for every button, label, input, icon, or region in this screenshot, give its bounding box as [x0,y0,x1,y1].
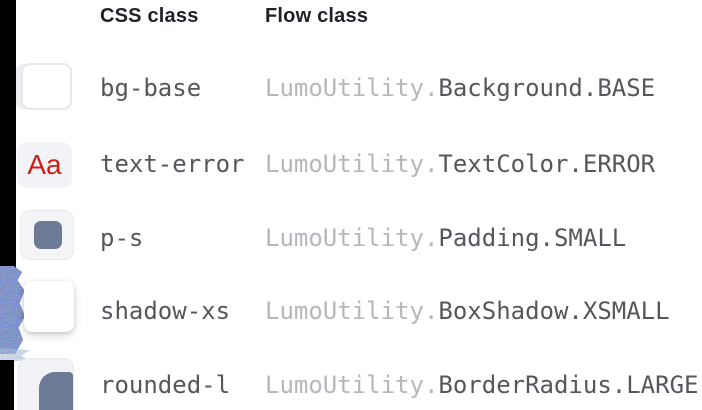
css-class-cell: rounded-l [100,371,231,399]
css-class-cell: bg-base [100,74,202,102]
css-class-cell: p-s [100,224,144,252]
flow-class-cell: LumoUtility.Padding.SMALL [265,223,626,253]
left-edge-image-noise [0,266,25,354]
padding-small-swatch-icon [20,210,74,260]
flow-class-member: Padding.SMALL [438,224,627,252]
flow-class-cell: LumoUtility.BoxShadow.XSMALL [265,296,670,326]
flow-class-cell: LumoUtility.Background.BASE [265,73,655,103]
flow-class-prefix: LumoUtility. [265,371,439,399]
aa-sample-text: Aa [27,149,62,180]
left-edge-dark-strip-bottom [0,360,14,410]
background-base-swatch-icon [21,63,72,110]
border-radius-large-swatch-icon [18,358,74,410]
flow-class-prefix: LumoUtility. [265,74,439,102]
flow-class-member: BorderRadius.LARGE [438,371,699,399]
box-shadow-xsmall-swatch-icon [24,281,74,332]
padding-small-inner-square [34,221,62,249]
flow-class-member: Background.BASE [438,74,656,102]
css-class-cell: shadow-xs [100,297,231,325]
flow-class-prefix: LumoUtility. [265,224,439,252]
flow-class-cell: LumoUtility.BorderRadius.LARGE [265,370,698,400]
flow-class-member: TextColor.ERROR [438,150,656,178]
left-edge-dark-strip [0,0,16,270]
flow-class-member: BoxShadow.XSMALL [438,297,670,325]
border-radius-large-inner-shape [39,372,73,410]
flow-class-cell: LumoUtility.TextColor.ERROR [265,149,655,179]
css-class-cell: text-error [100,150,245,178]
flow-class-prefix: LumoUtility. [265,297,439,325]
css-class-column-header: CSS class [100,5,199,27]
flow-class-prefix: LumoUtility. [265,150,439,178]
text-error-sample-icon: Aa [17,142,72,188]
flow-class-column-header: Flow class [265,5,369,27]
